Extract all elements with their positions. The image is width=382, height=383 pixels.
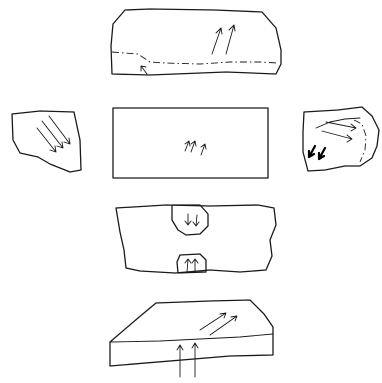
down-arrow: [193, 215, 199, 226]
bottom-middle-upper-inset: [172, 205, 208, 235]
right-arrow: [322, 131, 352, 142]
up-arrow: [201, 144, 206, 155]
down-arrow: [37, 128, 56, 152]
right-arrow: [326, 122, 356, 131]
down-arrow-bold: [319, 148, 325, 159]
up-arrow: [192, 259, 198, 272]
right-fragment-outline: [303, 107, 379, 171]
up-right-arrow: [210, 316, 237, 335]
center-fragment: [113, 108, 268, 178]
base-fragment-top-edge: [110, 334, 273, 342]
bottom-middle-fragment: [116, 205, 276, 273]
base-fragment-outline: [110, 300, 273, 366]
up-arrow: [177, 345, 183, 377]
top-fragment-outline: [111, 9, 281, 75]
right-fragment: [303, 107, 379, 171]
top-fragment-arrows: [212, 25, 235, 54]
up-arrow: [191, 141, 196, 152]
up-arrow: [212, 28, 222, 54]
down-arrow: [49, 116, 70, 144]
down-arrow: [42, 121, 63, 148]
bottom-middle-fragment-outline: [116, 205, 276, 273]
down-arrow: [185, 214, 191, 225]
up-right-arrow: [200, 313, 226, 330]
up-arrow: [192, 343, 198, 377]
base-fragment-arrows: [177, 313, 237, 377]
top-fragment-dashed-line: [112, 52, 278, 64]
left-fragment: [12, 111, 81, 172]
up-arrow: [185, 259, 191, 272]
base-fragment: [110, 300, 273, 377]
center-fragment-outline: [113, 108, 268, 178]
down-arrow-bold: [309, 146, 315, 157]
left-fragment-outline: [12, 111, 81, 172]
right-fragment-inner-line: [316, 118, 360, 128]
up-arrow: [185, 141, 190, 151]
top-fragment: [111, 9, 281, 75]
bottom-middle-arrows: [185, 214, 199, 272]
top-fragment-small-arrow: [141, 66, 147, 74]
left-fragment-arrows: [37, 116, 70, 152]
up-arrow: [226, 25, 235, 54]
center-fragment-arrows: [185, 141, 206, 155]
right-fragment-dashed-line: [354, 120, 366, 162]
